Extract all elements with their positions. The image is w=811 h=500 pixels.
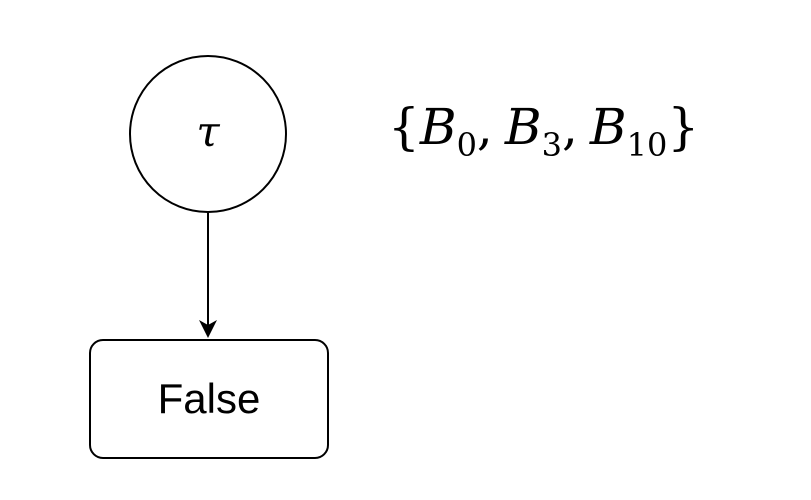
node-tau[interactable]: τ (129, 55, 287, 213)
set-item-symbol: B (419, 98, 457, 156)
set-item-subscript: 0 (456, 126, 477, 164)
set-separator: , (561, 98, 578, 156)
set-item-symbol: B (504, 98, 542, 156)
close-brace: } (667, 98, 700, 156)
set-item-subscript: 3 (541, 126, 562, 164)
node-false-label: False (157, 375, 261, 422)
set-separator: , (476, 98, 493, 156)
set-item-subscript: 10 (626, 126, 668, 164)
arrowhead-icon (199, 320, 217, 338)
node-false[interactable]: False (89, 339, 329, 459)
open-brace: { (388, 98, 420, 156)
node-tau-label: τ (196, 107, 220, 156)
state-set-annotation: {B0,B3,B10} (388, 102, 699, 161)
set-item-symbol: B (589, 98, 627, 156)
